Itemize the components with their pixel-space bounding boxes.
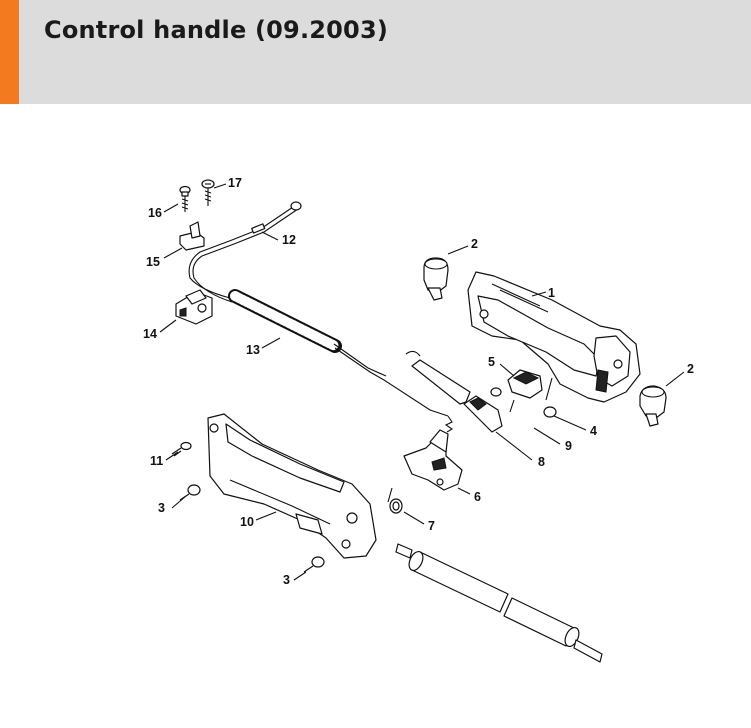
callout-8: 8	[538, 455, 545, 469]
callout-12: 12	[282, 233, 296, 247]
callout-3-upper: 3	[158, 501, 165, 515]
part-5-switch	[507, 369, 543, 399]
drive-shaft-tube	[395, 543, 603, 663]
part-6-throttle-trigger	[403, 429, 463, 491]
callout-4: 4	[590, 424, 597, 438]
page-title: Control handle (09.2003)	[44, 16, 389, 44]
callout-3-lower: 3	[283, 573, 290, 587]
part-14-lock-block	[175, 289, 213, 325]
part-9-interlock-lever	[405, 350, 515, 413]
part-3-screw-upper	[179, 484, 201, 501]
callout-11: 11	[150, 454, 163, 468]
callout-13: 13	[246, 343, 260, 357]
callout-5: 5	[488, 355, 495, 369]
part-2-clamp-lower	[639, 385, 667, 427]
part-10-handle-shell	[207, 413, 377, 559]
throttle-cable	[188, 201, 454, 433]
callout-2-lower: 2	[687, 362, 694, 376]
callout-labels: 1 2 2 3 3 4 5 6 7 8 9 10 11 12 13 14 15 …	[143, 176, 694, 587]
leader-lines	[159, 183, 685, 581]
callout-16: 16	[148, 206, 162, 220]
part-17-screw	[201, 179, 215, 206]
part-1-housing	[467, 271, 641, 403]
callout-17: 17	[228, 176, 242, 190]
callout-14: 14	[143, 327, 157, 341]
header-accent-stripe	[0, 0, 19, 104]
callout-9: 9	[565, 439, 572, 453]
part-2-clamp-upper	[423, 257, 449, 301]
part-7-spring	[387, 487, 403, 514]
part-15-bracket	[179, 221, 205, 251]
header-bar	[0, 0, 751, 104]
callout-10: 10	[240, 515, 254, 529]
part-4-spring	[543, 377, 557, 418]
callout-1: 1	[548, 286, 555, 300]
part-8-trigger	[463, 395, 503, 433]
callout-15: 15	[146, 255, 160, 269]
callout-2-upper: 2	[471, 237, 478, 251]
callout-7: 7	[428, 519, 435, 533]
part-16-screw	[179, 185, 191, 212]
callout-6: 6	[474, 490, 481, 504]
part-3-screw-lower	[303, 556, 325, 573]
part-11-screw	[171, 441, 192, 457]
